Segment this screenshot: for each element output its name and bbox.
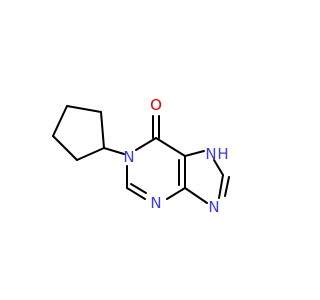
carbonyl-group bbox=[152, 115, 160, 139]
bond-cp1-cp2 bbox=[100, 111, 105, 149]
bond-cp5-cp1 bbox=[76, 147, 105, 161]
atom-label-h7: H bbox=[217, 145, 228, 163]
bond-n3-c2-double bbox=[130, 183, 147, 194]
molecule-diagram: O N N N H N bbox=[52, 96, 230, 216]
bond-cp2-cp3 bbox=[66, 105, 102, 113]
cyclopentyl-ring bbox=[52, 105, 105, 161]
bond-cp4-cp5 bbox=[52, 135, 78, 161]
imidazole-ring bbox=[184, 150, 230, 204]
bond-c8-n9-b bbox=[224, 176, 230, 197]
bond-c4-n3 bbox=[166, 187, 186, 200]
bond-c6-c5 bbox=[155, 137, 186, 157]
bond-n1-c6 bbox=[135, 137, 157, 151]
atom-label-n9: N bbox=[208, 198, 219, 216]
pyrimidine-ring bbox=[126, 137, 186, 200]
bond-n7-c8 bbox=[213, 159, 224, 176]
bond-n3-c2 bbox=[126, 187, 146, 200]
atom-label-n3: N bbox=[150, 194, 161, 212]
atom-label-n7: N bbox=[205, 145, 216, 163]
bond-n9-c4 bbox=[184, 187, 208, 204]
bond-cp3-cp4 bbox=[52, 105, 68, 137]
bond-cp1-n1 bbox=[103, 147, 125, 155]
atom-label-o6: O bbox=[150, 96, 162, 114]
atom-label-n1: N bbox=[123, 148, 134, 166]
bond-c5-n7 bbox=[184, 150, 205, 157]
bond-c8-n9-a bbox=[218, 174, 224, 199]
